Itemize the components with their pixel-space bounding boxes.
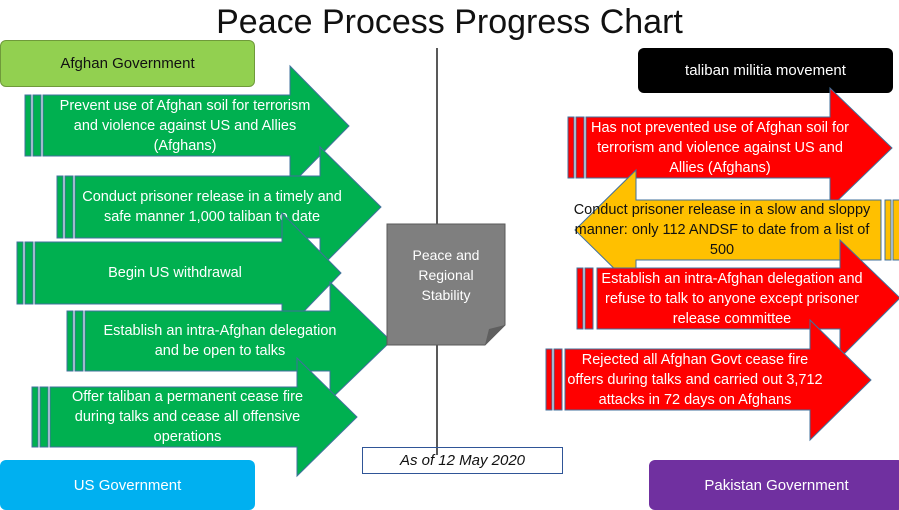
left-arrow-text-3: Begin US withdrawal	[108, 265, 242, 281]
right-arrow-text-3: Establish an intra-Afghan delegation and…	[601, 270, 863, 327]
peace-stability-label: Peace and Regional Stability	[412, 247, 480, 303]
us-government-header: US Government	[0, 460, 255, 510]
right-arrow-text-2: Conduct prisoner release in a slow and s…	[573, 202, 871, 258]
date-label: As of 12 May 2020	[362, 447, 563, 474]
left-arrow-text-2: Conduct prisoner release in a timely and…	[82, 189, 342, 225]
page-title: Peace Process Progress Chart	[216, 3, 683, 41]
right-arrow-text-4: Rejected all Afghan Govt cease fire offe…	[567, 351, 823, 408]
left-arrow-text-1: Prevent use of Afghan soil for terrorism…	[59, 97, 311, 154]
afghan-government-header: Afghan Government	[0, 40, 255, 87]
left-arrow-text-5: Offer taliban a permanent cease fire dur…	[71, 389, 304, 445]
taliban-header: taliban militia movement	[638, 48, 893, 93]
pakistan-government-header: Pakistan Government	[649, 460, 899, 510]
left-arrow-text-4: Establish an intra-Afghan delegation and…	[103, 323, 337, 359]
right-arrow-text-1: Has not prevented use of Afghan soil for…	[591, 119, 849, 176]
